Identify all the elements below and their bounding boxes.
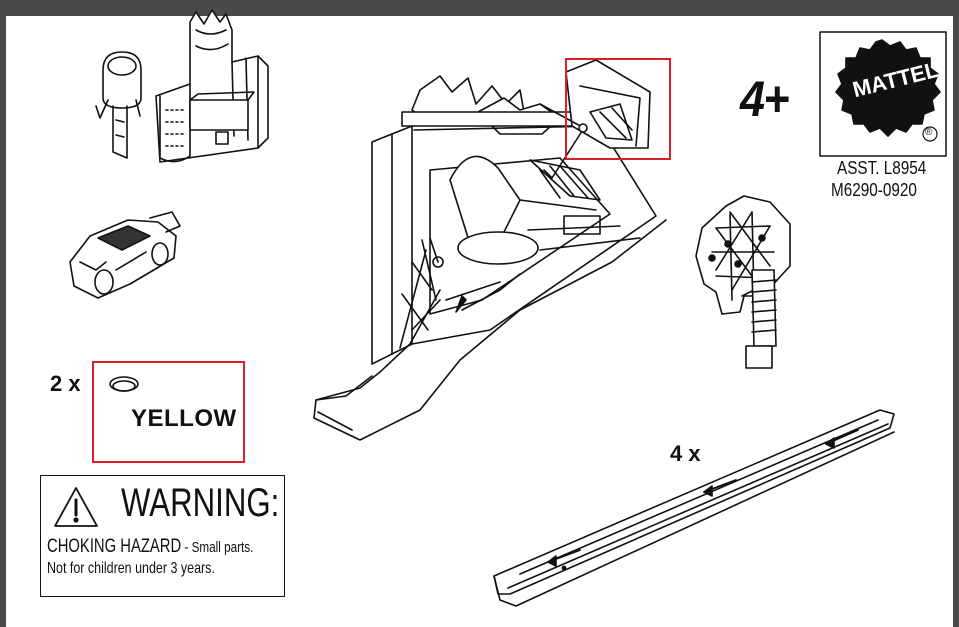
launcher-block-illustration [155,9,269,163]
band-highlight-box [92,361,245,463]
mattel-logo [819,31,947,157]
track-quantity: 4 x [670,441,701,466]
warning-box: WARNING: CHOKING HAZARD - Small parts. N… [40,475,285,597]
band-quantity: 2 x [50,371,81,396]
right-frame-bar [953,16,959,627]
straight-track-illustration [493,409,895,607]
warning-hazard: CHOKING HAZARD [47,536,182,557]
warning-title: WARNING: [121,481,280,525]
warning-hazard-detail: - Small parts. [181,539,254,556]
rubber-band-illustration [109,376,139,392]
car-illustration [69,211,181,299]
clamp-illustration [695,195,791,369]
registered-mark: ® [925,127,933,138]
warning-age-note: Not for children under 3 years. [47,560,215,577]
model-number: M6290-0920 [831,180,917,200]
tower-piece-illustration [95,51,142,159]
band-color-label: YELLOW [131,405,237,432]
left-frame-bar [0,16,6,627]
launcher-detail-highlight [565,58,671,160]
warning-triangle-icon [54,487,98,527]
track-set-illustration [313,59,667,441]
top-frame-bar [0,0,959,16]
assortment-number: ASST. L8954 [837,158,927,178]
age-rating: 4+ [740,71,790,127]
warning-hazard-line: CHOKING HAZARD - Small parts. [47,536,253,558]
